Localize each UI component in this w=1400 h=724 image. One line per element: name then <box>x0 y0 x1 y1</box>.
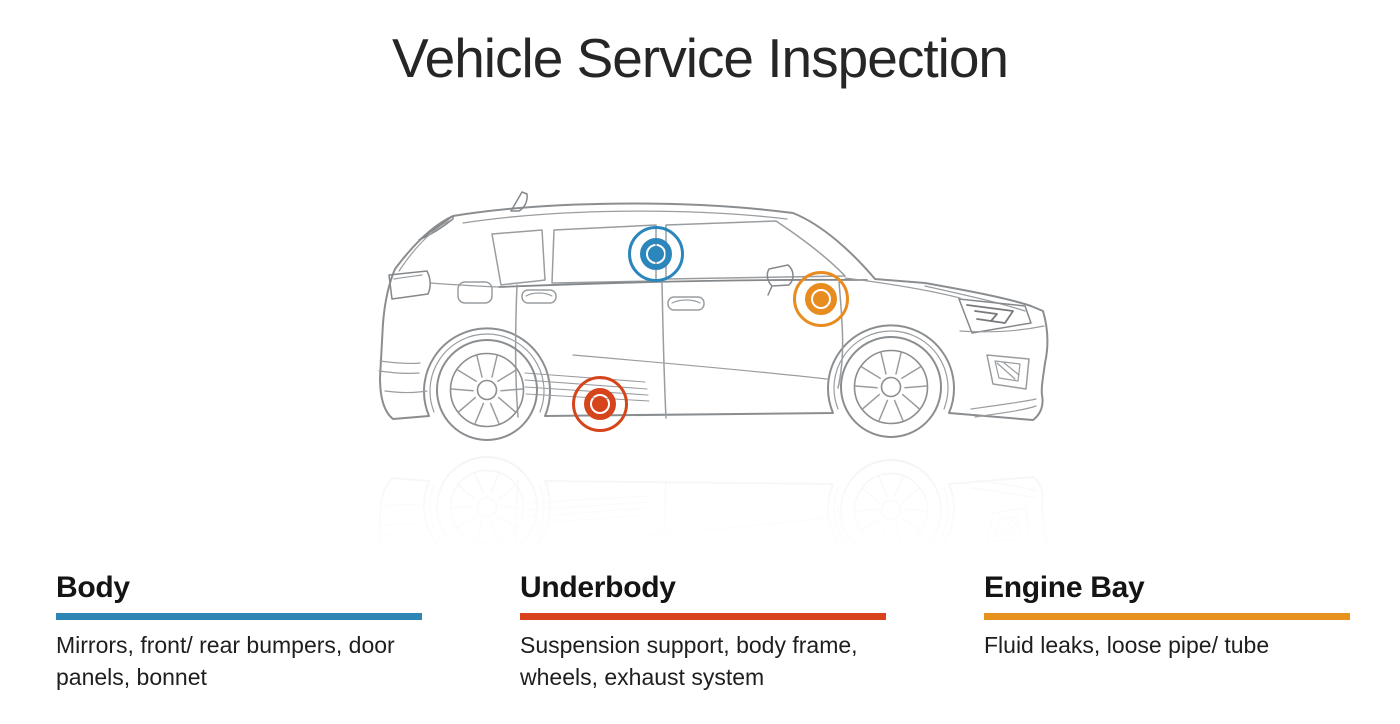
car-illustration <box>375 183 1055 453</box>
legend-bar-engine-bay <box>984 613 1350 620</box>
legend-description-body: Mirrors, front/ rear bumpers, door panel… <box>56 632 395 690</box>
hotspot-body[interactable] <box>628 226 684 282</box>
legend-bar-body <box>56 613 422 620</box>
legend: Body Mirrors, front/ rear bumpers, door … <box>56 570 1350 693</box>
legend-description-underbody: Suspension support, body frame, wheels, … <box>520 632 858 690</box>
legend-item-underbody: Underbody Suspension support, body frame… <box>520 570 886 693</box>
legend-heading-underbody: Underbody <box>520 571 676 604</box>
legend-item-engine-bay: Engine Bay Fluid leaks, loose pipe/ tube <box>984 570 1350 693</box>
legend-bar-underbody <box>520 613 886 620</box>
legend-heading-engine-bay: Engine Bay <box>984 571 1145 604</box>
legend-heading-body: Body <box>56 571 130 604</box>
page-title: Vehicle Service Inspection <box>391 27 1009 89</box>
legend-item-body: Body Mirrors, front/ rear bumpers, door … <box>56 570 422 693</box>
hotspot-underbody[interactable] <box>572 376 628 432</box>
hotspot-underbody-ring <box>584 388 616 420</box>
hotspot-body-ring <box>640 238 672 270</box>
car-reflection <box>375 444 1055 566</box>
hotspot-engine-bay[interactable] <box>793 271 849 327</box>
hotspot-engine-bay-ring <box>805 283 837 315</box>
suv-side-outline-icon <box>375 183 1055 453</box>
legend-description-engine-bay: Fluid leaks, loose pipe/ tube <box>984 632 1270 658</box>
